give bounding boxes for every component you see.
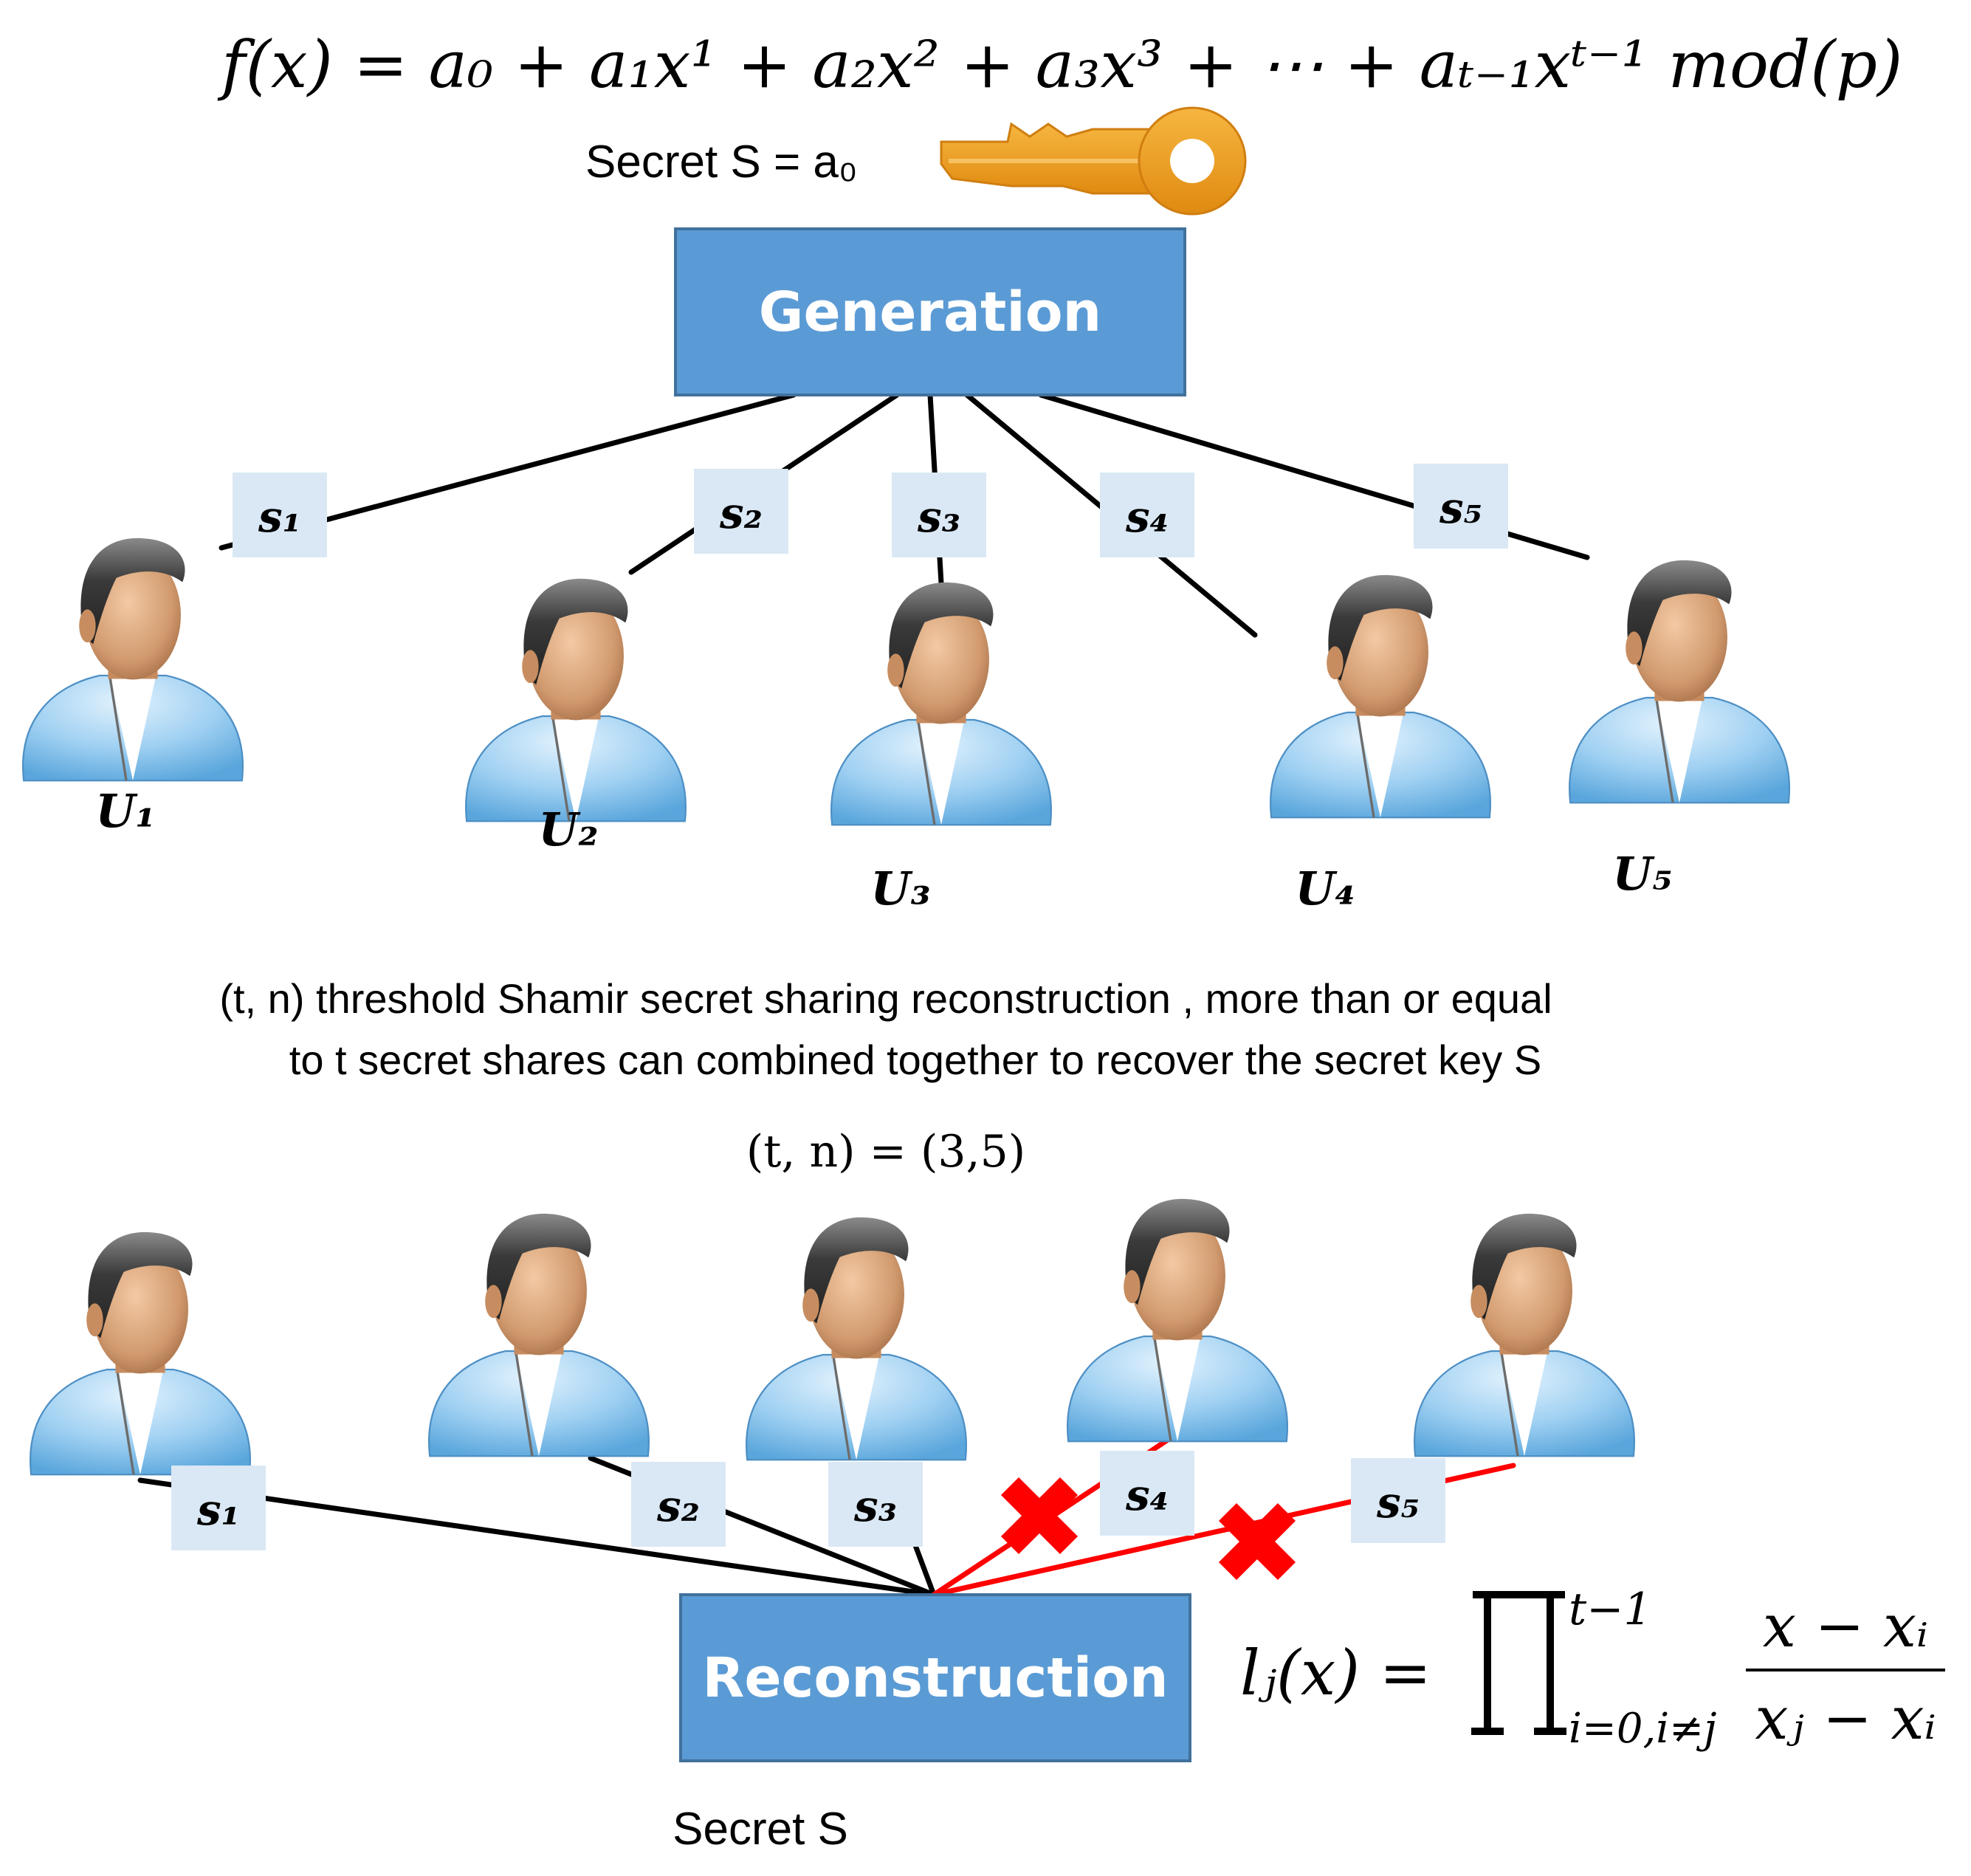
svg-text:s₅: s₅	[1376, 1477, 1420, 1528]
user-label: U₅	[1612, 847, 1672, 901]
share-badge: s₁	[171, 1466, 266, 1550]
description-line-1: (t, n) threshold Shamir secret sharing r…	[219, 975, 1552, 1022]
svg-text:s₂: s₂	[719, 488, 763, 538]
user-icon	[464, 577, 687, 822]
reconstructed-secret-label: Secret S	[673, 1804, 848, 1855]
secret-label: Secret S = a₀	[585, 137, 858, 188]
generation-label: Generation	[759, 281, 1102, 344]
svg-text:s₄: s₄	[1125, 492, 1169, 542]
svg-text:s₁: s₁	[196, 1485, 240, 1535]
share-badge: s₅	[1414, 464, 1508, 549]
share-badge: s₄	[1100, 473, 1194, 557]
reconstruction-box	[679, 1593, 1191, 1762]
user-icon	[21, 537, 244, 782]
svg-text:xⱼ − xᵢ: xⱼ − xᵢ	[1755, 1684, 1936, 1753]
share-badge: s₄	[1100, 1451, 1194, 1536]
svg-text:t−1: t−1	[1569, 1584, 1652, 1635]
svg-text:i=0,i≠j: i=0,i≠j	[1569, 1705, 1716, 1753]
svg-text:s₃: s₃	[917, 492, 960, 542]
user-label: U₂	[538, 803, 598, 856]
cross-icon	[1000, 1477, 1079, 1555]
svg-text:s₅: s₅	[1439, 483, 1482, 533]
user-icon	[1269, 574, 1492, 819]
svg-text:lⱼ(x) =: lⱼ(x) =	[1240, 1637, 1431, 1709]
user-icon	[1568, 559, 1791, 804]
svg-text:s₄: s₄	[1125, 1470, 1169, 1520]
svg-text:x − xᵢ: x − xᵢ	[1763, 1592, 1928, 1660]
user-icon	[745, 1216, 968, 1461]
user-label: U₄	[1295, 862, 1355, 915]
description-line-2: to t secret shares can combined together…	[289, 1037, 1541, 1083]
user-label: U₃	[870, 862, 930, 915]
svg-text:s₃: s₃	[853, 1481, 897, 1531]
user-icon	[1066, 1198, 1289, 1443]
user-icon	[830, 581, 1053, 826]
threshold-value: (t, n) = (3,5)	[746, 1126, 1025, 1178]
svg-text:s₂: s₂	[656, 1481, 700, 1531]
reconstruction-label: Reconstruction	[702, 1646, 1168, 1710]
share-badge: s₃	[892, 473, 986, 557]
key-icon	[940, 106, 1247, 216]
user-icon	[29, 1231, 252, 1476]
generation-box	[674, 227, 1186, 396]
user-icon	[427, 1212, 650, 1457]
share-badge: s₂	[694, 469, 788, 554]
user-label: U₁	[95, 784, 155, 838]
polynomial-formula: f(x) = a₀ + a₁x¹ + a₂x² + a₃x³ + ⋯ + aₜ₋…	[217, 27, 1902, 103]
svg-text:s₁: s₁	[258, 492, 301, 542]
cross-icon	[1218, 1502, 1296, 1581]
user-icon	[1413, 1212, 1636, 1457]
share-badge: s₃	[828, 1462, 923, 1547]
lagrange-formula: lⱼ(x) = t−1 i=0,i≠j x − xᵢ xⱼ − xᵢ	[1240, 1584, 1945, 1753]
share-badge: s₅	[1351, 1458, 1445, 1543]
share-badge: s₂	[631, 1462, 726, 1547]
share-badge: s₁	[233, 473, 327, 557]
